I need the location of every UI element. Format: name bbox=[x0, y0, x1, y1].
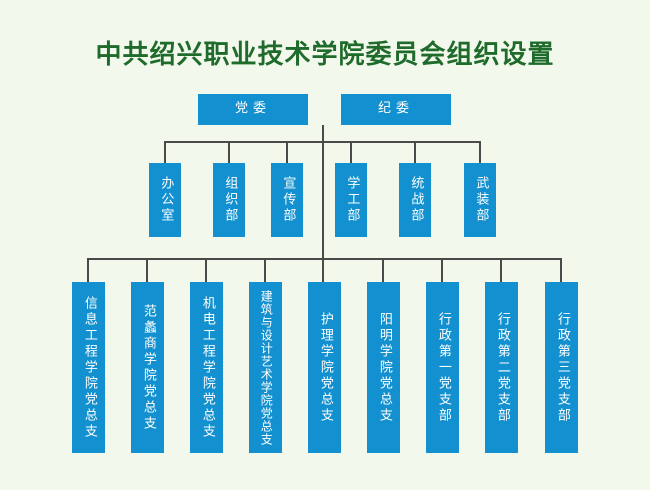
node-branch-information-engineering: 信息工程学院党总支 bbox=[72, 282, 105, 453]
node-dept-organization: 组织部 bbox=[213, 163, 245, 237]
connector-branch-architecture-art bbox=[264, 258, 266, 282]
connector-department-bus bbox=[164, 141, 481, 143]
node-dept-office: 办公室 bbox=[149, 163, 181, 237]
node-branch-admin-3: 行政第三党支部 bbox=[545, 282, 578, 453]
node-branch-admin-1: 行政第一党支部 bbox=[426, 282, 459, 453]
connector-dept-armed-forces bbox=[479, 141, 481, 163]
node-dept-armed-forces: 武装部 bbox=[464, 163, 496, 237]
connector-branch-admin-3 bbox=[560, 258, 562, 282]
connector-dept-united-front bbox=[414, 141, 416, 163]
node-branch-mechanical-electrical: 机电工程学院党总支 bbox=[190, 282, 223, 453]
connector-branch-admin-1 bbox=[441, 258, 443, 282]
node-discipline-committee: 纪委 bbox=[341, 94, 451, 125]
connector-dept-student-affairs bbox=[350, 141, 352, 163]
connector-branch-admin-2 bbox=[500, 258, 502, 282]
node-branch-yangming: 阳明学院党总支 bbox=[367, 282, 400, 453]
node-party-committee: 党委 bbox=[198, 94, 308, 125]
node-branch-nursing: 护理学院党总支 bbox=[308, 282, 341, 453]
node-dept-student-affairs: 学工部 bbox=[335, 163, 367, 237]
connector-dept-office bbox=[164, 141, 166, 163]
connector-dept-organization bbox=[228, 141, 230, 163]
connector-dept-publicity bbox=[286, 141, 288, 163]
node-branch-admin-2: 行政第二党支部 bbox=[485, 282, 518, 453]
page-title: 中共绍兴职业技术学院委员会组织设置 bbox=[95, 40, 555, 70]
node-dept-united-front: 统战部 bbox=[399, 163, 431, 237]
connector-branch-yangming bbox=[382, 258, 384, 282]
node-dept-publicity: 宣传部 bbox=[271, 163, 303, 237]
node-branch-architecture-art: 建筑与设计艺术学院党总支 bbox=[249, 282, 282, 453]
connector-branch-bus bbox=[87, 258, 562, 260]
connector-branch-fanli-business bbox=[146, 258, 148, 282]
connector-branch-information-engineering bbox=[87, 258, 89, 282]
node-branch-fanli-business: 范蠡商学院党总支 bbox=[131, 282, 164, 453]
connector-branch-mechanical-electrical bbox=[205, 258, 207, 282]
connector-main-trunk bbox=[322, 125, 324, 282]
